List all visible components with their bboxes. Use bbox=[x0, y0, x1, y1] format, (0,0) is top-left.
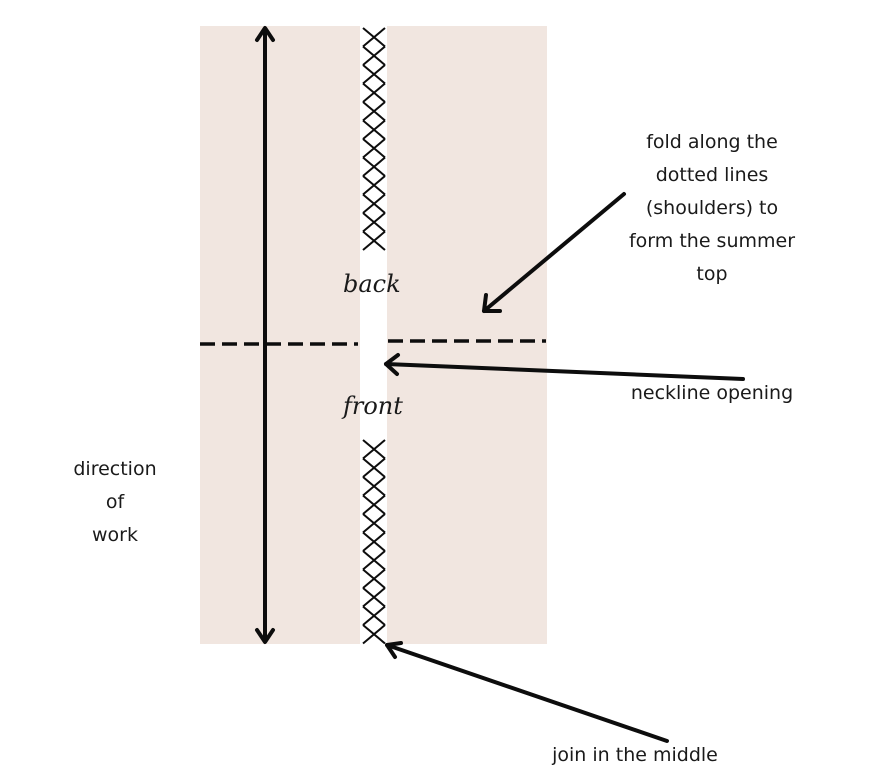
cross-stitch-icon bbox=[362, 27, 386, 251]
join-arrow-icon bbox=[385, 641, 669, 743]
fold-instruction-line: (shoulders) to bbox=[645, 197, 779, 219]
neckline-arrow-icon bbox=[384, 353, 745, 381]
fold-instruction: fold along the dotted lines (shoulders) … bbox=[598, 126, 826, 291]
stitch-mark bbox=[362, 513, 386, 534]
fold-arrow-icon bbox=[482, 192, 626, 313]
stitch-mark bbox=[362, 45, 386, 66]
stitch-mark bbox=[362, 119, 386, 140]
direction-label-line: of bbox=[105, 491, 125, 513]
direction-arrow-icon bbox=[255, 26, 275, 644]
stitch-mark bbox=[362, 64, 386, 85]
front-label: front bbox=[343, 392, 403, 420]
stitch-mark bbox=[362, 439, 386, 460]
stitch-mark bbox=[362, 82, 386, 103]
stitch-mark bbox=[362, 568, 386, 589]
stitch-mark bbox=[362, 193, 386, 214]
back-label: back bbox=[343, 270, 401, 298]
stitch-mark bbox=[362, 101, 386, 122]
fold-instruction-line: dotted lines bbox=[655, 164, 769, 186]
stitch-mark bbox=[362, 175, 386, 196]
join-label: join in the middle bbox=[552, 744, 718, 766]
direction-label: direction of work bbox=[55, 453, 175, 552]
stitch-mark bbox=[362, 457, 386, 478]
stitch-mark bbox=[362, 156, 386, 177]
right-fabric-panel bbox=[387, 26, 547, 644]
fold-instruction-line: fold along the bbox=[646, 131, 778, 153]
stitch-mark bbox=[362, 624, 386, 645]
stitch-mark bbox=[362, 531, 386, 552]
stitch-mark bbox=[362, 27, 386, 48]
stitch-mark bbox=[362, 605, 386, 626]
neckline-label: neckline opening bbox=[630, 382, 794, 404]
stitch-mark bbox=[362, 230, 386, 251]
stitch-mark bbox=[362, 494, 386, 515]
fold-instruction-line: top bbox=[696, 263, 728, 285]
stitch-mark bbox=[362, 476, 386, 497]
direction-label-line: work bbox=[92, 524, 138, 546]
cross-stitch-icon bbox=[362, 439, 386, 645]
left-fabric-panel bbox=[200, 26, 360, 644]
direction-label-line: direction bbox=[73, 458, 157, 480]
stitch-mark bbox=[362, 212, 386, 233]
fold-instruction-line: form the summer bbox=[628, 230, 796, 252]
stitch-mark bbox=[362, 138, 386, 159]
stitch-mark bbox=[362, 550, 386, 571]
stitch-mark bbox=[362, 587, 386, 608]
